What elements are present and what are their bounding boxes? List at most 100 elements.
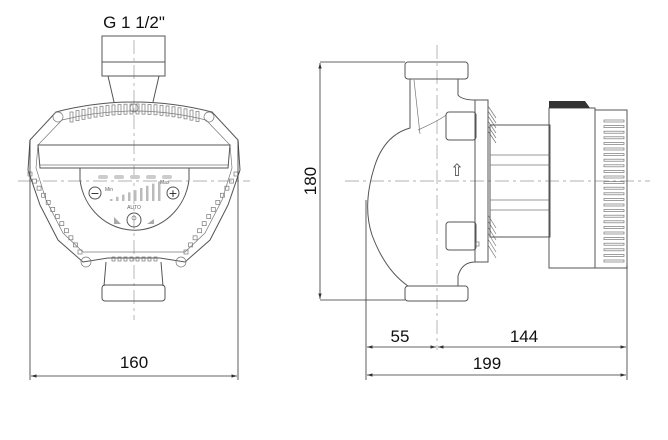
min-label: Min [105,187,113,193]
cooling-rib [59,221,65,226]
cooling-rib [183,108,188,120]
level-bar [122,194,125,201]
level-bar [146,185,149,201]
cable-connector [549,101,590,108]
vent-slot [603,198,625,201]
vent-slot [603,254,625,257]
motor-vent-slots [603,119,625,263]
vent-slot [603,214,625,218]
cooling-fin [487,120,497,134]
cooling-rib [135,256,140,262]
vent-slot [603,192,625,196]
cooling-rib [123,103,128,115]
cooling-rib [36,185,42,191]
motor-length-label: 144 [510,327,538,346]
vent-slot [603,136,625,140]
vent-slot [603,181,625,184]
cooling-rib [117,104,122,115]
vent-slot [603,231,625,235]
plus-button[interactable]: + [166,186,180,200]
led-indicator [114,175,124,179]
cooling-rib [68,235,74,241]
svg-text:−: − [90,187,99,200]
cooling-rib [171,106,176,118]
cooling-rib [189,109,194,121]
minus-button[interactable]: − [88,186,102,200]
vent-slot [603,259,625,263]
cooling-rib [229,178,234,184]
cooling-rib [45,200,51,205]
cooling-rib [220,192,225,198]
mode-button[interactable] [126,212,142,228]
vent-slot [603,175,625,179]
cooling-rib [197,228,202,234]
cooling-rib [195,111,200,122]
cooling-rib [210,207,216,212]
flow-direction-arrow-icon: ⇧ [450,161,464,181]
width-dimension-label: 160 [120,353,148,372]
vent-slot [603,147,625,151]
side-view: 180 ⇧ [301,45,650,380]
cooling-fin [487,244,497,259]
cooling-rib [69,111,74,123]
vent-slot [603,237,625,240]
top-pipe-connection [101,35,166,103]
cooling-rib [77,249,83,255]
level-bar [140,188,143,201]
vent-slot [603,125,625,128]
cooling-fin [487,105,497,119]
cooling-rib [41,192,46,198]
led-indicator [146,175,156,179]
led-indicator [130,175,140,179]
motor-side [487,101,628,269]
cooling-rib [141,103,146,115]
bottom-pipe-connection [101,261,166,302]
led-indicators [98,175,172,179]
cooling-rib [224,185,230,191]
led-indicator [98,175,108,179]
vent-slot [603,226,625,229]
cooling-rib [206,214,212,219]
pump-housing-side: ⇧ [367,61,489,302]
vent-slot [603,242,625,246]
cooling-fin [487,220,497,235]
cooling-rib [165,105,170,117]
cooling-rib [159,104,164,116]
height-dimension: 180 [301,61,405,301]
thread-size-label: G 1 1/2" [103,13,165,32]
cooling-rib [111,256,116,262]
cooling-fin [487,125,497,139]
led-indicator [162,175,172,179]
cooling-rib [54,214,60,219]
cooling-rib [233,171,239,177]
height-dimension-label: 180 [301,167,320,195]
auto-mode-label: AUTO [127,205,141,211]
max-label: Max [160,180,170,186]
cooling-rib [153,104,158,116]
cooling-fin [487,232,497,247]
vent-slot [603,248,625,252]
cooling-rib [99,105,104,117]
cooling-rib [64,228,69,234]
pump-body-front [27,101,241,268]
cooling-rib [129,256,134,262]
cooling-rib [75,110,80,121]
vent-slot [603,186,625,190]
cooling-rib [177,107,182,119]
inlet-offset-label: 55 [391,327,410,346]
cooling-rib [111,104,116,116]
cooling-rib [93,106,98,118]
cooling-fin [487,226,497,241]
cooling-rib [117,256,122,262]
level-bar [128,192,131,201]
width-dimension: 160 [29,140,239,380]
level-bar [152,183,155,201]
cooling-rib [153,256,158,262]
vent-slot [603,130,625,134]
front-view: G 1 1/2" − [18,13,250,380]
level-bar [116,196,119,201]
vent-slot [603,170,625,173]
cooling-rib [192,235,198,241]
level-bar [158,181,161,201]
